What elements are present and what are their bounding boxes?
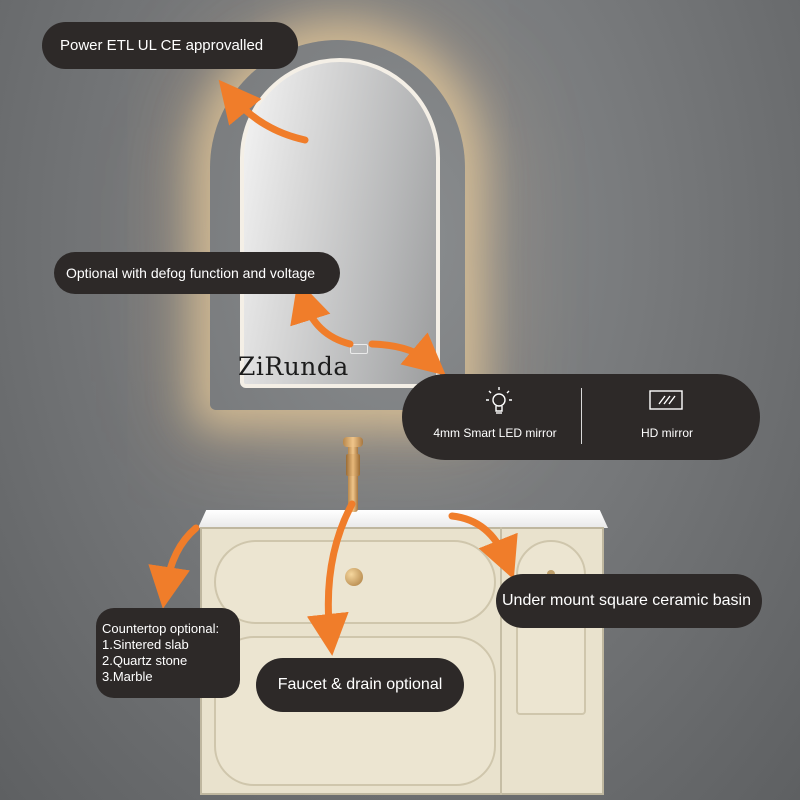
- hd-mirror-label: HD mirror: [641, 426, 693, 440]
- drawer-knob: [345, 568, 363, 586]
- faucet-body: [348, 440, 358, 512]
- basin-callout: Under mount square ceramic basin: [496, 574, 762, 628]
- countertop-title: Countertop optional:: [102, 621, 220, 636]
- arrow-to-led-callout: [368, 332, 447, 376]
- arrow-to-countertop-callout: [148, 524, 200, 609]
- faucet-handle: [346, 454, 360, 476]
- arrow-to-defog-callout: [290, 279, 354, 348]
- feature-divider: [581, 388, 582, 444]
- countertop-options-callout: Countertop optional: 1.Sintered slab 2.Q…: [96, 608, 240, 698]
- countertop-option-3: 3.Marble: [102, 669, 153, 684]
- smart-led-mirror-label: 4mm Smart LED mirror: [433, 426, 557, 440]
- defog-touch-switch: [350, 344, 368, 354]
- arrow-to-basin-callout: [448, 512, 518, 580]
- arrow-to-power-callout: [218, 79, 309, 144]
- brand-watermark: ZiRunda: [238, 352, 349, 381]
- countertop-option-1: 1.Sintered slab: [102, 637, 189, 652]
- faucet-cap: [343, 437, 363, 447]
- defog-option-callout: Optional with defog function and voltage: [54, 252, 340, 294]
- faucet-drain-callout: Faucet & drain optional: [256, 658, 464, 712]
- power-certification-callout: Power ETL UL CE approvalled: [42, 22, 298, 69]
- cabinet-divider: [500, 527, 502, 795]
- arched-led-mirror: [240, 58, 440, 388]
- countertop: [198, 510, 608, 528]
- bulb-icon: [486, 387, 512, 414]
- countertop-option-2: 2.Quartz stone: [102, 653, 188, 668]
- arrow-to-faucet-callout: [306, 500, 356, 656]
- mirror-frame-icon: [649, 390, 683, 410]
